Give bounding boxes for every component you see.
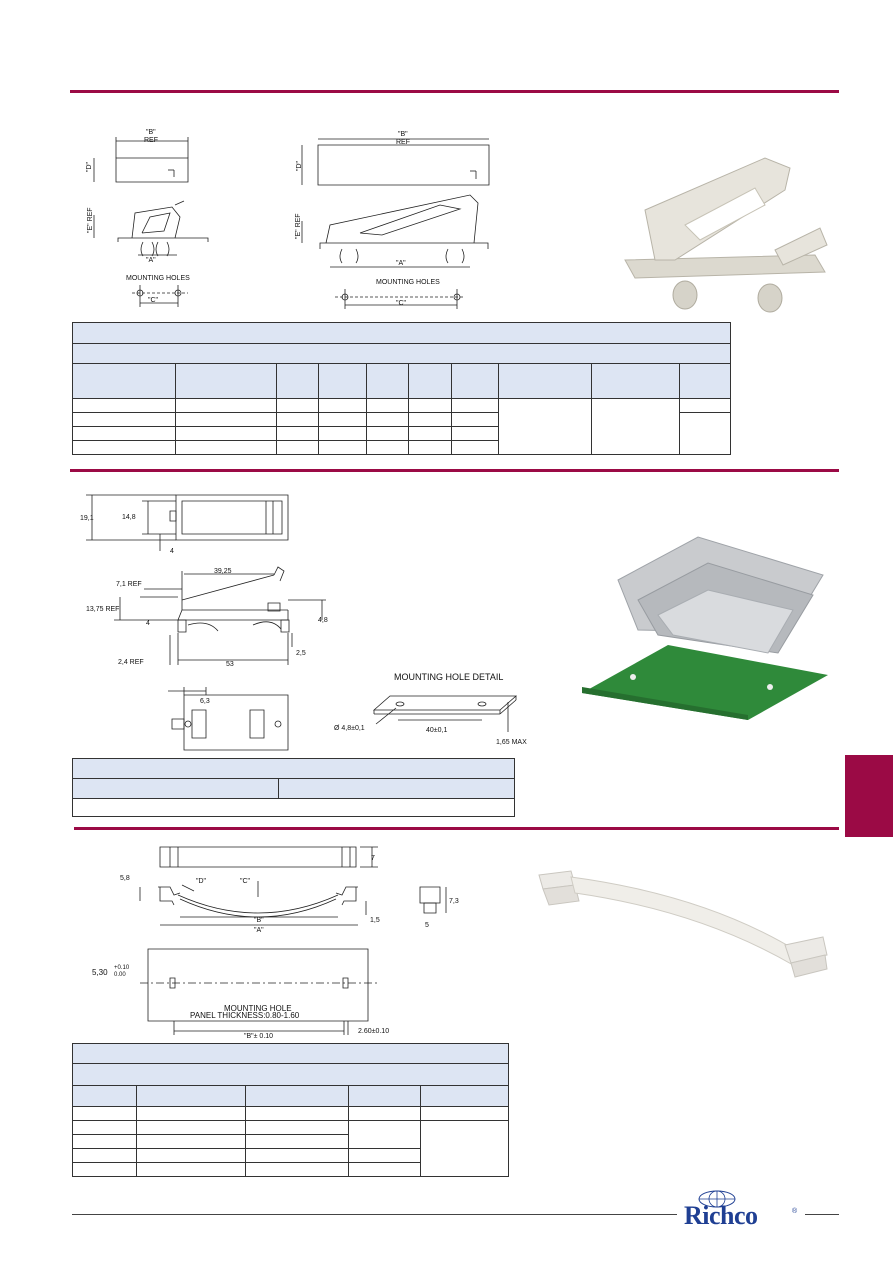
dim-b-label: "B" — [146, 129, 156, 136]
dim-14-label: 14,8 — [122, 514, 136, 521]
section-1-drawing-right: "B" REF "D" "E" REF "A" MOUNTING HOLES "… — [295, 131, 500, 310]
footer-line-right — [805, 1214, 839, 1215]
dim-63-label: 6,3 — [200, 698, 210, 705]
registered-mark: ® — [792, 1208, 798, 1215]
section-2-rule — [70, 469, 839, 472]
dim-a-label-right: "A" — [396, 260, 406, 267]
footer-line-left — [72, 1214, 677, 1215]
side-tab — [845, 755, 893, 837]
dim-530-label: 5,30 — [92, 968, 108, 977]
mounting-hole-detail-title: MOUNTING HOLE DETAIL — [394, 672, 503, 682]
dim-7-label-s3: 7 — [371, 855, 375, 862]
dim-c-label-right: "C" — [396, 300, 407, 307]
dim-25-label: 2,5 — [296, 650, 306, 657]
dim-53-label: 53 — [226, 661, 234, 668]
product-image-3 — [535, 865, 835, 995]
mounting-hole-thickness: 1,65 MAX — [496, 739, 527, 746]
dim-ref-label-right: REF — [396, 139, 410, 146]
dim-d-label-s3: "D" — [196, 878, 207, 885]
dim-c-label-s3: "C" — [240, 878, 251, 885]
dim-4b-label: 4 — [146, 620, 150, 627]
dim-5-label: 5 — [425, 922, 429, 929]
dim-530-tol-plus: +0.10 — [114, 965, 130, 971]
mounting-hole-spacing: 40±0,1 — [426, 727, 447, 734]
dim-4a-label: 4 — [170, 548, 174, 555]
dim-b-label-s3: "B" — [254, 917, 264, 924]
dim-d-label-right: "D" — [296, 160, 303, 171]
dim-a-label: "A" — [146, 257, 156, 264]
dim-e-label-right: "E" REF — [295, 213, 302, 239]
dim-b-label-right: "B" — [398, 131, 408, 138]
dim-39-label: 39,25 — [214, 568, 232, 575]
panel-thickness-label: PANEL THICKNESS:0.80-1.60 — [190, 1011, 300, 1020]
dim-24-label: 2,4 REF — [118, 659, 144, 666]
spec-table-3 — [72, 1043, 509, 1177]
dim-58-label: 5,8 — [120, 875, 130, 882]
section-1-rule — [70, 90, 839, 93]
dim-b-tol-label: "B"± 0.10 — [244, 1033, 273, 1040]
dim-260-label: 2.60±0.10 — [358, 1028, 389, 1035]
dim-7-label: 7,1 REF — [116, 581, 142, 588]
dim-1375-label: 13,75 REF — [86, 606, 119, 613]
dim-15-label: 1,5 — [370, 917, 380, 924]
richco-logo: Richco — [684, 1201, 758, 1230]
mounting-hole-diameter: Ø 4,8±0,1 — [334, 725, 365, 732]
product-image-2 — [582, 535, 828, 720]
section-3-drawing: 7 5,8 "D" "C" "B" "A" 1,5 7,3 5 5,30 +0.… — [92, 835, 459, 1040]
spec-table-1 — [72, 322, 731, 455]
spec-table-2 — [72, 758, 515, 817]
section-1-drawing-left: "B" REF "D" "E" REF "A" MOUNTING HOLES "… — [86, 129, 210, 310]
section-2-drawing: 19,1 14,8 4 39,25 7,1 REF 13,75 REF 4,8 … — [80, 485, 328, 760]
dim-530-tol-zero: 0.00 — [114, 972, 126, 978]
globe-icon — [697, 1190, 737, 1208]
dim-48-label: 4,8 — [318, 617, 328, 624]
dim-ref-label: REF — [144, 137, 158, 144]
mounting-hole-detail: MOUNTING HOLE DETAIL Ø 4,8±0,1 40±0,1 1,… — [334, 672, 527, 746]
dim-a-label-s3: "A" — [254, 927, 264, 934]
dim-d-label: "D" — [86, 161, 93, 172]
product-image-1 — [615, 150, 835, 320]
dim-e-label: "E" REF — [87, 207, 94, 233]
dim-c-label: "C" — [148, 297, 159, 304]
dim-19-label: 19,1 — [80, 515, 94, 522]
mounting-holes-label-right: MOUNTING HOLES — [376, 279, 440, 286]
mounting-holes-label: MOUNTING HOLES — [126, 275, 190, 282]
mounting-hole-title-s3: MOUNTING HOLE — [224, 1004, 292, 1013]
dim-73-label: 7,3 — [449, 898, 459, 905]
section-3-rule — [74, 827, 839, 830]
